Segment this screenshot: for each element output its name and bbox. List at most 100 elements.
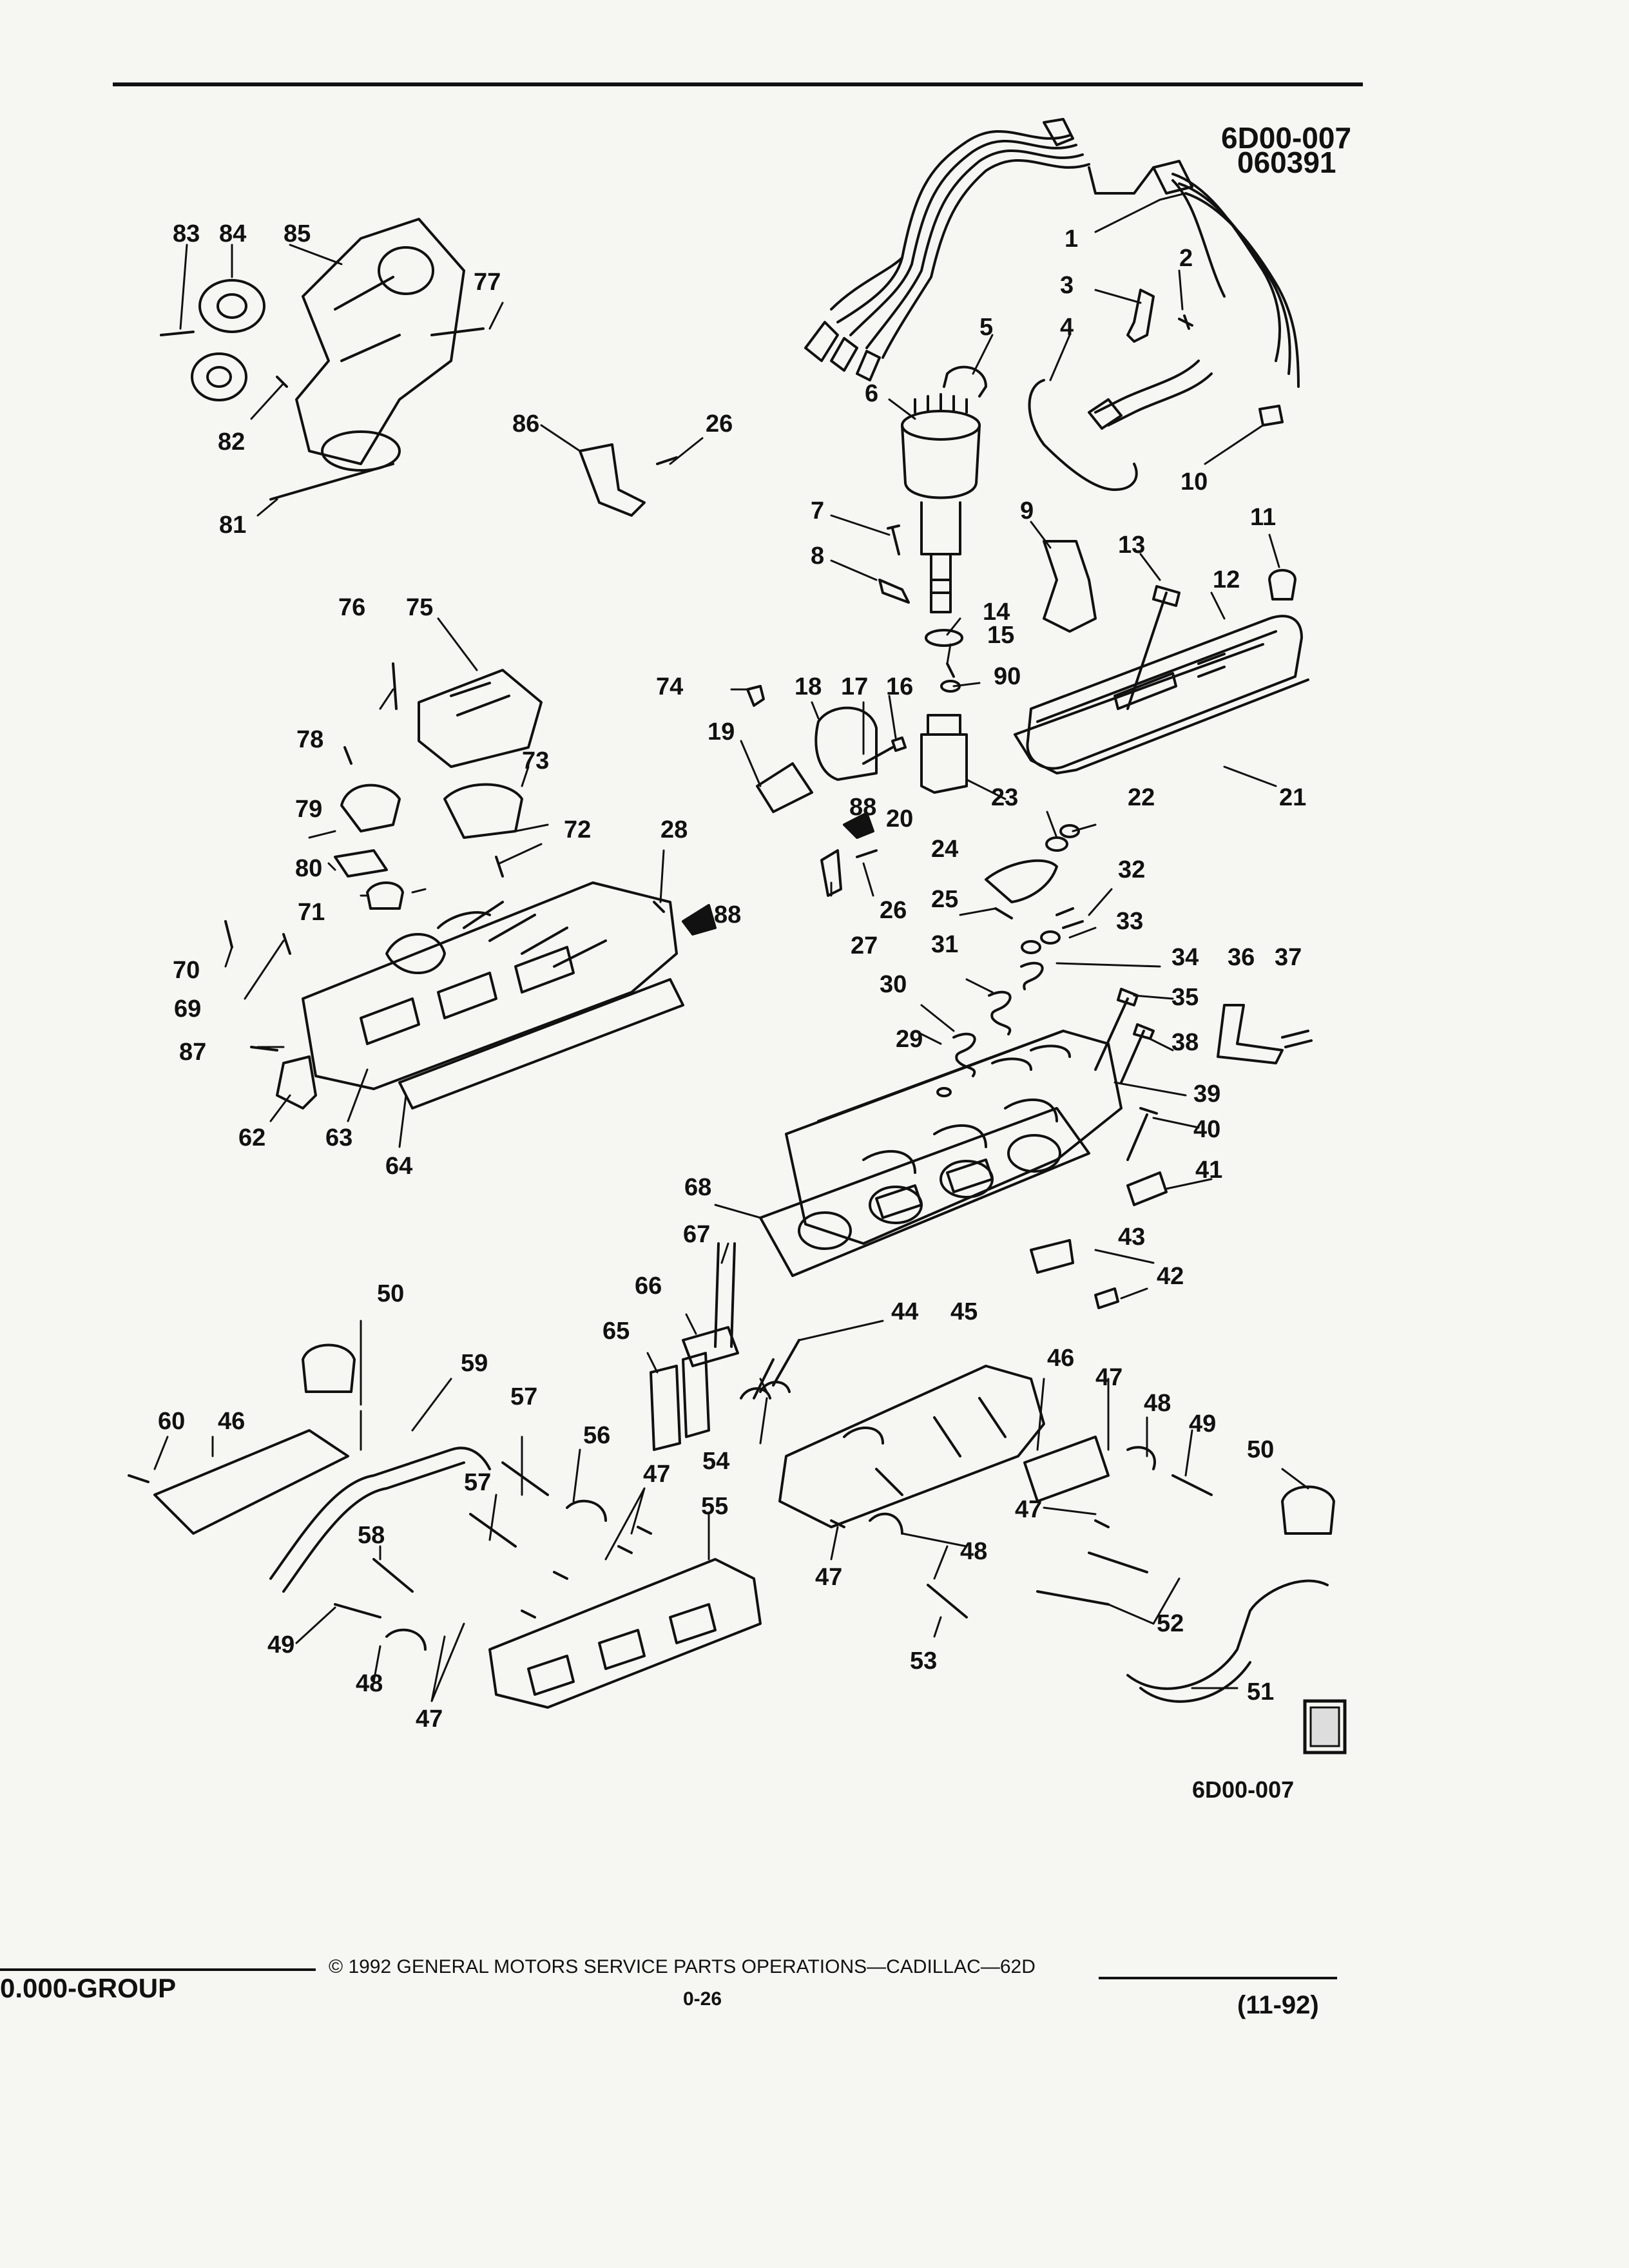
cylinder-head xyxy=(785,1030,1123,1245)
stud-57b xyxy=(469,1513,517,1548)
rocker-arm xyxy=(985,859,1058,903)
callout-77: 77 xyxy=(474,269,501,296)
callout-43: 43 xyxy=(1118,1224,1145,1251)
callout-40: 40 xyxy=(1193,1116,1220,1143)
egr-valve xyxy=(815,706,878,781)
valve-spring-assembly xyxy=(936,907,1084,1097)
callout-58: 58 xyxy=(358,1522,385,1549)
valve-cover-gasket xyxy=(1014,643,1309,774)
callout-82: 82 xyxy=(218,428,245,456)
page-number: 0-26 xyxy=(683,1988,722,2010)
nut-60 xyxy=(128,1474,149,1483)
front-cover-bracket xyxy=(295,218,465,472)
exhaust-valve xyxy=(740,1358,775,1399)
egr-nut xyxy=(891,736,907,752)
callout-10: 10 xyxy=(1181,468,1208,495)
callout-15: 15 xyxy=(987,622,1014,649)
callout-49b: 49 xyxy=(267,1631,294,1658)
sensor-28 xyxy=(653,901,665,913)
callout-65: 65 xyxy=(602,1318,630,1345)
callout-26-upper: 26 xyxy=(706,410,733,437)
rocker-nut xyxy=(1059,824,1080,838)
callout-86: 86 xyxy=(512,410,539,437)
manifold-bracket xyxy=(276,1055,317,1110)
callout-74: 74 xyxy=(656,673,683,700)
stud-53 xyxy=(927,1584,968,1619)
callout-24: 24 xyxy=(931,836,958,863)
air-pipe-right-2 xyxy=(1139,1661,1251,1703)
callout-16: 16 xyxy=(886,673,913,700)
callout-42: 42 xyxy=(1157,1263,1184,1290)
callout-63: 63 xyxy=(325,1124,352,1151)
throttle-bracket xyxy=(820,849,842,897)
callout-18: 18 xyxy=(795,673,822,700)
callout-13: 13 xyxy=(1118,532,1145,559)
callout-48c: 48 xyxy=(356,1670,383,1697)
figure-date: 060391 xyxy=(1237,146,1336,179)
rocker-ball xyxy=(1045,836,1068,852)
bolt-87 xyxy=(250,1046,278,1052)
callout-71: 71 xyxy=(298,899,325,926)
callout-27: 27 xyxy=(851,932,878,959)
callout-69: 69 xyxy=(174,995,201,1023)
intake-manifold-gasket xyxy=(398,978,684,1110)
stud-57a xyxy=(501,1461,549,1496)
revision-date: (11-92) xyxy=(1237,1991,1319,2019)
sensor-69 xyxy=(282,933,291,955)
callout-33: 33 xyxy=(1116,908,1143,935)
callout-11: 11 xyxy=(1250,504,1276,531)
heat-shield-left xyxy=(153,1429,349,1535)
callout-6: 6 xyxy=(865,380,878,407)
callout-50b: 50 xyxy=(1247,1436,1274,1463)
callout-83: 83 xyxy=(173,220,200,247)
callout-79: 79 xyxy=(295,796,322,823)
callout-5: 5 xyxy=(979,314,993,341)
clamp-48-right xyxy=(1126,1446,1156,1470)
valve-cover xyxy=(1026,615,1303,770)
figure-caption: 6D00-007 xyxy=(1192,1776,1294,1803)
callout-47c: 47 xyxy=(1015,1496,1042,1523)
callout-39: 39 xyxy=(1193,1081,1220,1108)
callout-23: 23 xyxy=(991,784,1018,811)
callout-57b: 57 xyxy=(464,1469,491,1496)
nut-47-group xyxy=(521,1526,652,1619)
bolt-52b xyxy=(1088,1552,1148,1573)
callout-60: 60 xyxy=(158,1408,185,1435)
idler-pulley xyxy=(198,279,265,333)
callout-47a: 47 xyxy=(643,1461,670,1488)
callout-55: 55 xyxy=(701,1493,728,1520)
wire-retainer xyxy=(943,365,987,398)
callout-57a: 57 xyxy=(510,1383,537,1410)
callout-17: 17 xyxy=(841,673,868,700)
bolt-76 xyxy=(392,662,398,710)
callout-36: 36 xyxy=(1228,944,1255,971)
thermostat-gasket xyxy=(334,849,388,878)
ignition-coil xyxy=(920,714,968,794)
callout-56: 56 xyxy=(583,1422,610,1449)
clamp-56 xyxy=(566,1499,607,1522)
nut-47-right xyxy=(830,1519,1110,1528)
sensor-72 xyxy=(495,856,504,878)
callout-34: 34 xyxy=(1171,944,1199,971)
callout-48a: 48 xyxy=(1144,1390,1171,1417)
valve-cover-bolt xyxy=(1126,585,1181,710)
air-pipe-left xyxy=(269,1446,491,1580)
egr-gasket xyxy=(756,762,813,813)
footer-rule-right xyxy=(1099,1977,1337,1979)
bolt-83 xyxy=(160,331,195,336)
stud-49-left xyxy=(334,1603,381,1619)
top-rule xyxy=(113,82,1363,86)
callout-22: 22 xyxy=(1128,784,1155,811)
pushrod xyxy=(714,1242,736,1348)
callout-3: 3 xyxy=(1060,272,1074,299)
throttle-body-detail xyxy=(450,682,510,716)
throttle-body-gasket xyxy=(443,783,523,839)
intake-valve xyxy=(759,1339,800,1393)
bolt-78 xyxy=(343,746,352,765)
coil-wire xyxy=(1028,379,1138,491)
callout-41: 41 xyxy=(1195,1157,1222,1184)
view-arrow xyxy=(843,812,874,839)
callout-30: 30 xyxy=(880,971,907,998)
